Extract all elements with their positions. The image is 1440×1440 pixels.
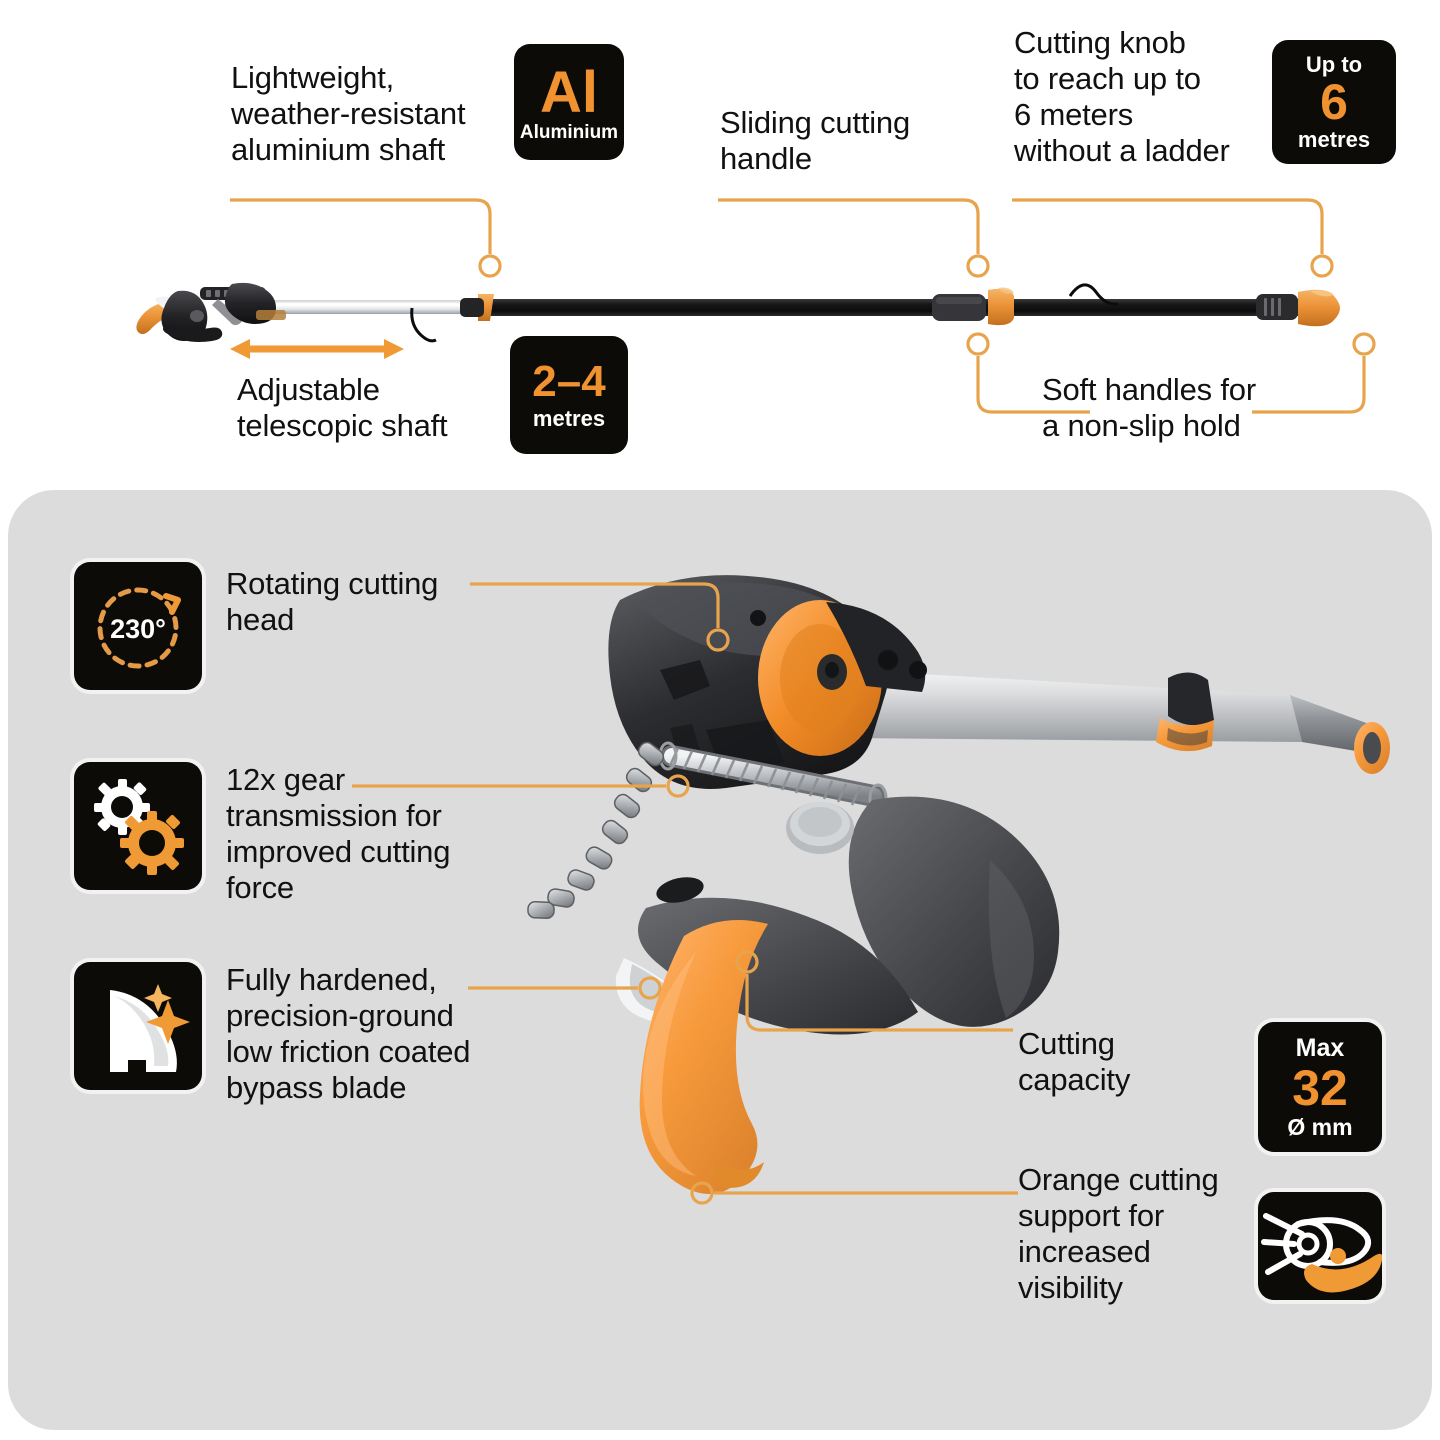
badge-aluminium: Al Aluminium — [514, 44, 624, 160]
badge-max-prefix: Max — [1295, 1034, 1345, 1063]
callout-cutting-capacity: Cutting capacity — [1018, 1026, 1131, 1097]
tile-rotating-head: 230° — [74, 562, 202, 690]
leader-bypass-blade — [468, 976, 662, 1000]
badge-extension-2-4-metres: 2–4 metres — [510, 336, 628, 454]
badge-extension-unit: metres — [532, 406, 606, 431]
callout-orange-support: Orange cutting support for increased vis… — [1018, 1162, 1219, 1305]
telescopic-range-arrow — [230, 339, 404, 359]
badge-reach-value: 6 — [1320, 73, 1348, 130]
badge-max-unit: Ø mm — [1287, 1113, 1353, 1140]
callout-cutting-knob: Cutting knob to reach up to 6 meters wit… — [1014, 25, 1230, 168]
callout-aluminium-shaft: Lightweight, weather-resistant aluminium… — [231, 60, 466, 167]
pruner-head-icon — [1261, 1213, 1382, 1293]
svg-text:230°: 230° — [110, 614, 166, 644]
feature-label-gear-transmission: 12x gear transmission for improved cutti… — [226, 762, 451, 905]
rotation-230-icon: 230° — [97, 587, 181, 669]
feature-label-bypass-blade: Fully hardened, precision-ground low fri… — [226, 962, 471, 1105]
badge-pruner-head — [1258, 1192, 1382, 1300]
callout-telescopic-shaft: Adjustable telescopic shaft — [237, 372, 448, 443]
pole-pruner-full-view — [136, 282, 1340, 343]
tile-gear-transmission — [74, 762, 202, 890]
leader-soft-handle-left — [966, 332, 1090, 414]
badge-aluminium-symbol: Al — [540, 59, 598, 125]
badge-extension-value: 2–4 — [532, 356, 606, 406]
tile-bypass-blade — [74, 962, 202, 1090]
leader-soft-handle-right — [1252, 332, 1376, 414]
leader-sliding-handle — [718, 198, 990, 278]
badge-reach-unit: metres — [1297, 126, 1371, 152]
badge-aluminium-label: Aluminium — [519, 122, 619, 144]
hardened-blade-icon — [110, 984, 190, 1072]
leader-gear-transmission — [352, 774, 690, 798]
cutting-head-closeup — [527, 575, 1390, 1194]
badge-max-value: 32 — [1292, 1059, 1348, 1116]
badge-reach-6-metres: Up to 6 metres — [1272, 40, 1396, 164]
leader-cutting-knob — [1012, 198, 1334, 278]
badge-max-diameter: Max 32 Ø mm — [1258, 1022, 1382, 1152]
leader-rotating-head — [470, 582, 730, 652]
callout-soft-handles: Soft handles for a non-slip hold — [1042, 372, 1256, 443]
badge-reach-prefix: Up to — [1305, 52, 1363, 78]
leader-orange-support — [690, 1181, 1018, 1205]
feature-label-rotating-head: Rotating cutting head — [226, 566, 439, 637]
leader-cutting-capacity — [735, 950, 1013, 1032]
gears-icon — [94, 779, 184, 875]
callout-sliding-handle: Sliding cutting handle — [720, 105, 911, 176]
leader-aluminium-shaft — [230, 198, 502, 278]
